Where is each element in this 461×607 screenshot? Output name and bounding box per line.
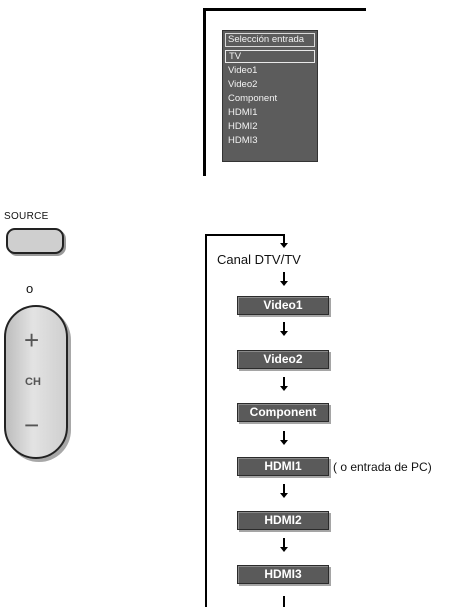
channel-rocker-button[interactable]	[4, 305, 68, 459]
minus-icon[interactable]: −	[24, 410, 40, 440]
down-arrow-icon	[280, 272, 288, 286]
menu-title: Selección entrada	[225, 33, 315, 47]
menu-item-hdmi3[interactable]: HDMI3	[228, 135, 258, 146]
source-box-video2: Video2	[237, 350, 329, 369]
down-arrow-icon	[280, 234, 288, 248]
screen-frame-top	[203, 8, 366, 11]
down-arrow-icon	[280, 538, 288, 552]
input-selection-menu: Selección entrada TV Video1 Video2 Compo…	[222, 30, 318, 162]
pc-input-note: ( o entrada de PC)	[333, 460, 432, 474]
menu-item-video2[interactable]: Video2	[228, 79, 258, 90]
plus-icon[interactable]: +	[24, 325, 40, 355]
or-label: o	[26, 281, 34, 296]
source-box-video1: Video1	[237, 296, 329, 315]
down-arrow-icon	[280, 377, 288, 391]
down-arrow-icon	[280, 484, 288, 498]
menu-item-hdmi1[interactable]: HDMI1	[228, 107, 258, 118]
source-button[interactable]	[6, 228, 64, 254]
source-box-component: Component	[237, 403, 329, 422]
down-arrow-icon	[280, 596, 288, 607]
start-label: Canal DTV/TV	[217, 252, 301, 267]
menu-item-video1[interactable]: Video1	[228, 65, 258, 76]
source-box-hdmi1: HDMI1	[237, 457, 329, 476]
menu-item-tv[interactable]: TV	[225, 50, 315, 63]
cycle-loop-line-left	[205, 234, 207, 607]
menu-item-component[interactable]: Component	[228, 93, 278, 104]
screen-frame-left	[203, 8, 206, 176]
down-arrow-icon	[280, 431, 288, 445]
cycle-loop-line-top	[205, 234, 284, 236]
down-arrow-icon	[280, 322, 288, 336]
channel-label: CH	[25, 376, 41, 388]
menu-item-hdmi2[interactable]: HDMI2	[228, 121, 258, 132]
source-box-hdmi2: HDMI2	[237, 511, 329, 530]
source-button-label: SOURCE	[4, 211, 49, 222]
source-box-hdmi3: HDMI3	[237, 565, 329, 584]
